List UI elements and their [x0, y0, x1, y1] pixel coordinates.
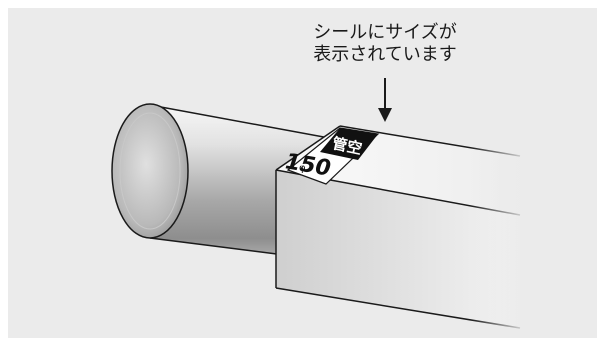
seal-kanji: 管空	[330, 134, 363, 158]
callout-line-2: 表示されています	[313, 44, 457, 65]
callout-line-1: シールにサイズが	[313, 22, 457, 43]
callout-arrow-icon	[378, 78, 392, 122]
callout-text: シールにサイズが 表示されています	[290, 22, 480, 66]
pipe-end-cap	[111, 103, 189, 239]
seal-diameter-symbol: φ	[299, 163, 306, 174]
size-seal: 管空 φ 150	[281, 127, 380, 185]
